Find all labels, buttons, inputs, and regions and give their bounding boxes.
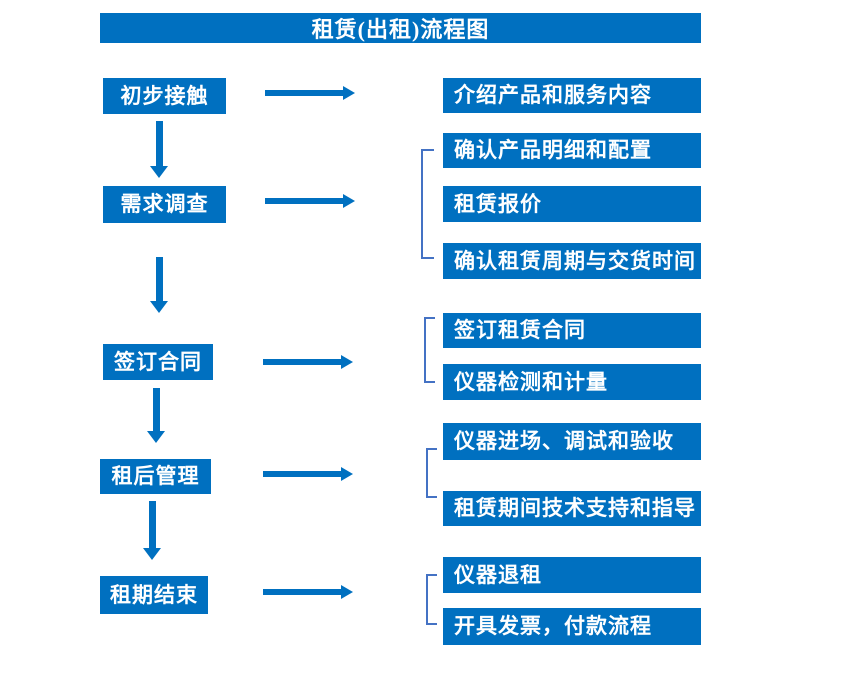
arrow-right-icon-2 xyxy=(265,194,355,208)
arrow-shaft xyxy=(155,121,163,166)
detail-box-rental-quote: 租赁报价 xyxy=(443,186,701,222)
detail-box-instrument-setup-acceptance: 仪器进场、调试和验收 xyxy=(443,423,701,460)
bracket-group-lease-end xyxy=(426,574,437,625)
arrow-down-icon-3 xyxy=(147,388,165,443)
detail-box-instrument-return: 仪器退租 xyxy=(443,557,701,593)
arrow-down-icon-2 xyxy=(150,257,168,313)
arrow-shaft xyxy=(263,359,341,365)
arrow-head xyxy=(150,166,168,178)
arrow-shaft xyxy=(265,90,343,96)
arrow-head xyxy=(341,467,353,481)
detail-box-confirm-rental-period: 确认租赁周期与交货时间 xyxy=(443,243,701,279)
bracket-group-post-rental xyxy=(426,448,437,498)
arrow-head xyxy=(150,301,168,313)
detail-box-introduce-products: 介绍产品和服务内容 xyxy=(443,78,701,113)
arrow-right-icon-5 xyxy=(263,585,353,599)
stage-box-initial-contact: 初步接触 xyxy=(103,78,226,114)
arrow-down-icon-1 xyxy=(150,121,168,178)
arrow-right-icon-1 xyxy=(265,86,355,100)
arrow-head xyxy=(143,548,161,560)
chart-title: 租赁(出租)流程图 xyxy=(100,13,701,43)
arrow-down-icon-4 xyxy=(143,501,161,560)
detail-box-technical-support: 租赁期间技术支持和指导 xyxy=(443,491,701,526)
detail-box-instrument-testing: 仪器检测和计量 xyxy=(443,364,701,400)
arrow-shaft xyxy=(263,471,341,477)
arrow-right-icon-3 xyxy=(263,355,353,369)
arrow-shaft xyxy=(263,589,341,595)
bracket-group-demand-survey xyxy=(421,149,434,259)
stage-box-lease-end: 租期结束 xyxy=(100,576,208,614)
stage-box-post-rental-management: 租后管理 xyxy=(100,459,211,494)
arrow-shaft xyxy=(152,388,160,431)
arrow-shaft xyxy=(155,257,163,301)
arrow-head xyxy=(343,194,355,208)
arrow-head xyxy=(147,431,165,443)
detail-box-sign-rental-contract: 签订租赁合同 xyxy=(443,313,701,348)
arrow-shaft xyxy=(265,198,343,204)
arrow-right-icon-4 xyxy=(263,467,353,481)
arrow-head xyxy=(341,355,353,369)
arrow-head xyxy=(341,585,353,599)
detail-box-invoice-payment: 开具发票，付款流程 xyxy=(443,608,701,645)
arrow-head xyxy=(343,86,355,100)
bracket-group-sign-contract xyxy=(424,317,435,383)
arrow-shaft xyxy=(148,501,156,548)
stage-box-sign-contract: 签订合同 xyxy=(103,344,213,380)
detail-box-confirm-product-details: 确认产品明细和配置 xyxy=(443,133,701,168)
stage-box-demand-survey: 需求调查 xyxy=(103,186,226,223)
